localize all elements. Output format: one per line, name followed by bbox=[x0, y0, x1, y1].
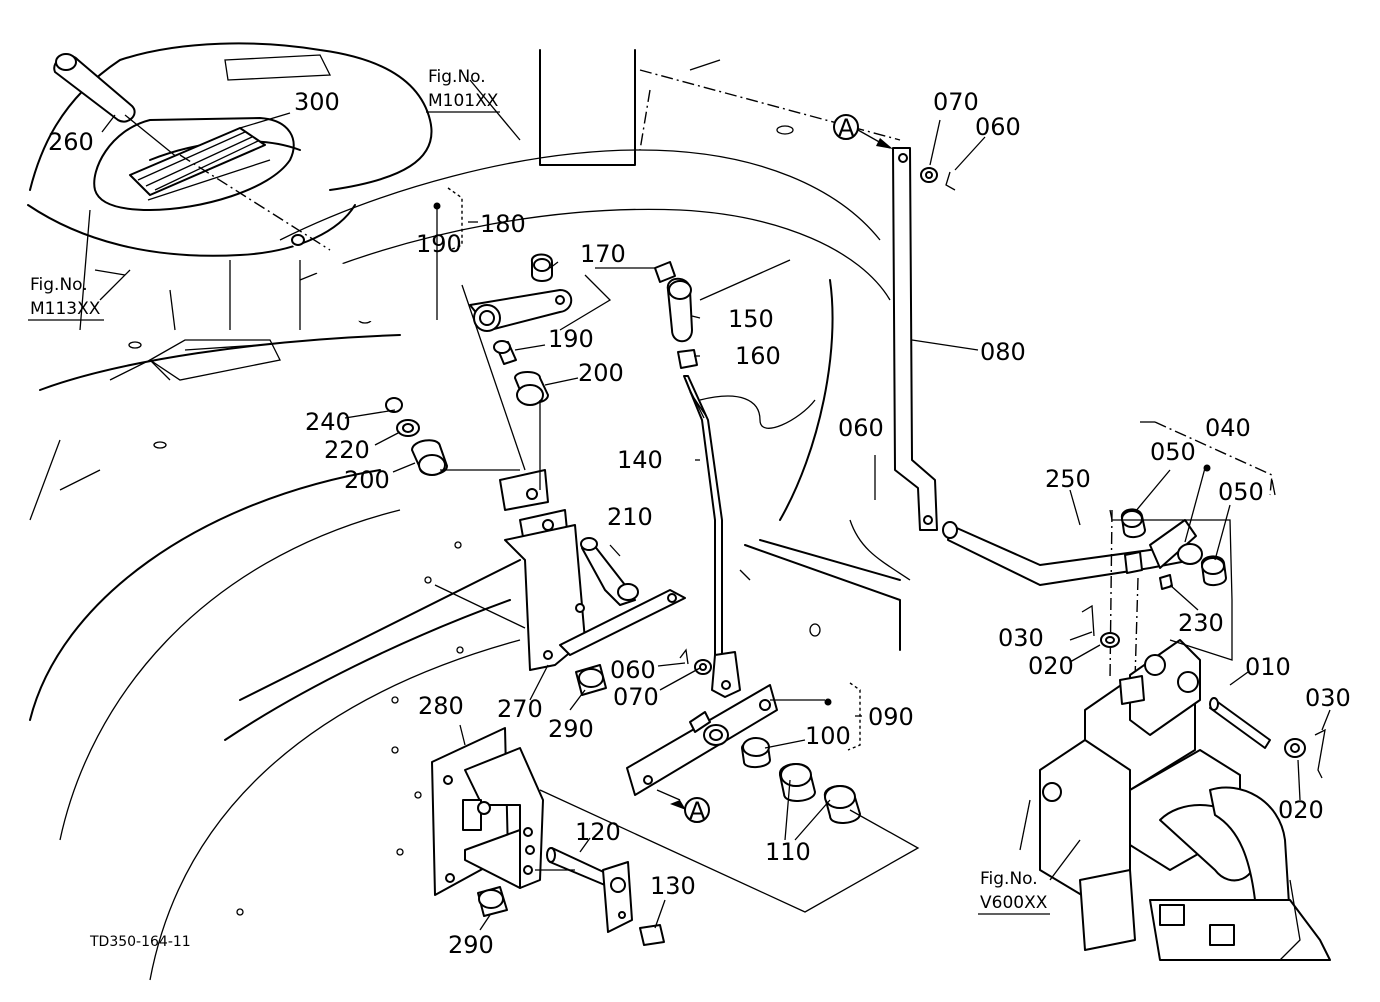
fig-ref-label: Fig.No. bbox=[428, 67, 486, 87]
marker-a-label: A bbox=[689, 797, 706, 825]
lever-guide-300 bbox=[93, 117, 295, 211]
group-bracket bbox=[1271, 479, 1276, 496]
callout-280: 280 bbox=[418, 692, 464, 720]
ref-dot bbox=[824, 698, 832, 706]
callout-200: 200 bbox=[344, 466, 390, 494]
bracket-280 bbox=[431, 727, 544, 896]
pin-120 bbox=[546, 847, 633, 933]
callout-190: 190 bbox=[416, 230, 462, 258]
callout-060: 060 bbox=[610, 656, 656, 684]
rod-140 bbox=[654, 261, 741, 698]
leader-lines bbox=[94, 79, 1331, 931]
callout-260: 260 bbox=[48, 128, 94, 156]
callout-190: 190 bbox=[548, 325, 594, 353]
fig-ref-m113xx: Fig.No. M113XX bbox=[28, 275, 104, 321]
fig-ref-code: M101XX bbox=[428, 91, 499, 111]
arm-040 bbox=[942, 508, 1227, 590]
callout-020: 020 bbox=[1278, 796, 1324, 824]
lever-090 bbox=[626, 684, 778, 796]
fig-ref-label: Fig.No. bbox=[30, 275, 88, 295]
callout-100: 100 bbox=[805, 722, 851, 750]
callout-160: 160 bbox=[735, 342, 781, 370]
callout-060: 060 bbox=[975, 113, 1021, 141]
bracket-270 bbox=[499, 469, 686, 671]
fig-ref-label: Fig.No. bbox=[980, 869, 1038, 889]
ref-dot bbox=[1203, 464, 1211, 472]
control-rod-180 bbox=[289, 234, 460, 321]
link-080 bbox=[892, 147, 956, 531]
callout-030: 030 bbox=[1305, 684, 1351, 712]
callout-150: 150 bbox=[728, 305, 774, 333]
bolts bbox=[477, 664, 665, 946]
diagram-id: TD350-164-11 bbox=[89, 934, 191, 950]
callout-labels: 300 260 180 190 170 150 190 160 200 240 … bbox=[48, 88, 1351, 959]
callout-080: 080 bbox=[980, 338, 1026, 366]
fig-ref-m101xx: Fig.No. M101XX bbox=[426, 67, 500, 113]
callout-010: 010 bbox=[1245, 653, 1291, 681]
marker-a-top: A bbox=[833, 114, 893, 149]
callout-090: 090 bbox=[868, 703, 914, 731]
callout-110: 110 bbox=[765, 838, 811, 866]
callout-030: 030 bbox=[998, 624, 1044, 652]
callout-230: 230 bbox=[1178, 609, 1224, 637]
collars bbox=[385, 340, 549, 476]
callout-050: 050 bbox=[1218, 478, 1264, 506]
callout-040: 040 bbox=[1205, 414, 1251, 442]
callout-020: 020 bbox=[1028, 652, 1074, 680]
callout-070: 070 bbox=[933, 88, 979, 116]
valve-assembly bbox=[1019, 509, 1331, 961]
callout-300: 300 bbox=[294, 88, 340, 116]
callout-270: 270 bbox=[497, 695, 543, 723]
callout-210: 210 bbox=[607, 503, 653, 531]
pin-210 bbox=[580, 537, 639, 606]
fig-ref-v600xx: Fig.No. V600XX bbox=[978, 869, 1050, 915]
callout-250: 250 bbox=[1045, 465, 1091, 493]
callout-120: 120 bbox=[575, 818, 621, 846]
clip-washer-mid bbox=[679, 648, 712, 675]
callout-060: 060 bbox=[838, 414, 884, 442]
callout-050: 050 bbox=[1150, 438, 1196, 466]
callout-070: 070 bbox=[613, 683, 659, 711]
callout-130: 130 bbox=[650, 872, 696, 900]
callout-180: 180 bbox=[480, 210, 526, 238]
tractor-body-outline bbox=[27, 42, 911, 981]
fig-ref-code: V600XX bbox=[980, 893, 1048, 913]
marker-a-label: A bbox=[838, 114, 855, 142]
lever-knob-260 bbox=[53, 53, 179, 159]
callout-290: 290 bbox=[548, 715, 594, 743]
callout-240: 240 bbox=[305, 408, 351, 436]
callout-290: 290 bbox=[448, 931, 494, 959]
ref-dot bbox=[433, 202, 441, 210]
callout-200: 200 bbox=[578, 359, 624, 387]
fig-ref-code: M113XX bbox=[30, 299, 101, 319]
arm-190 bbox=[469, 253, 573, 332]
callout-170: 170 bbox=[580, 240, 626, 268]
callout-220: 220 bbox=[324, 436, 370, 464]
marker-a-bottom: A bbox=[670, 797, 710, 825]
callout-140: 140 bbox=[617, 446, 663, 474]
